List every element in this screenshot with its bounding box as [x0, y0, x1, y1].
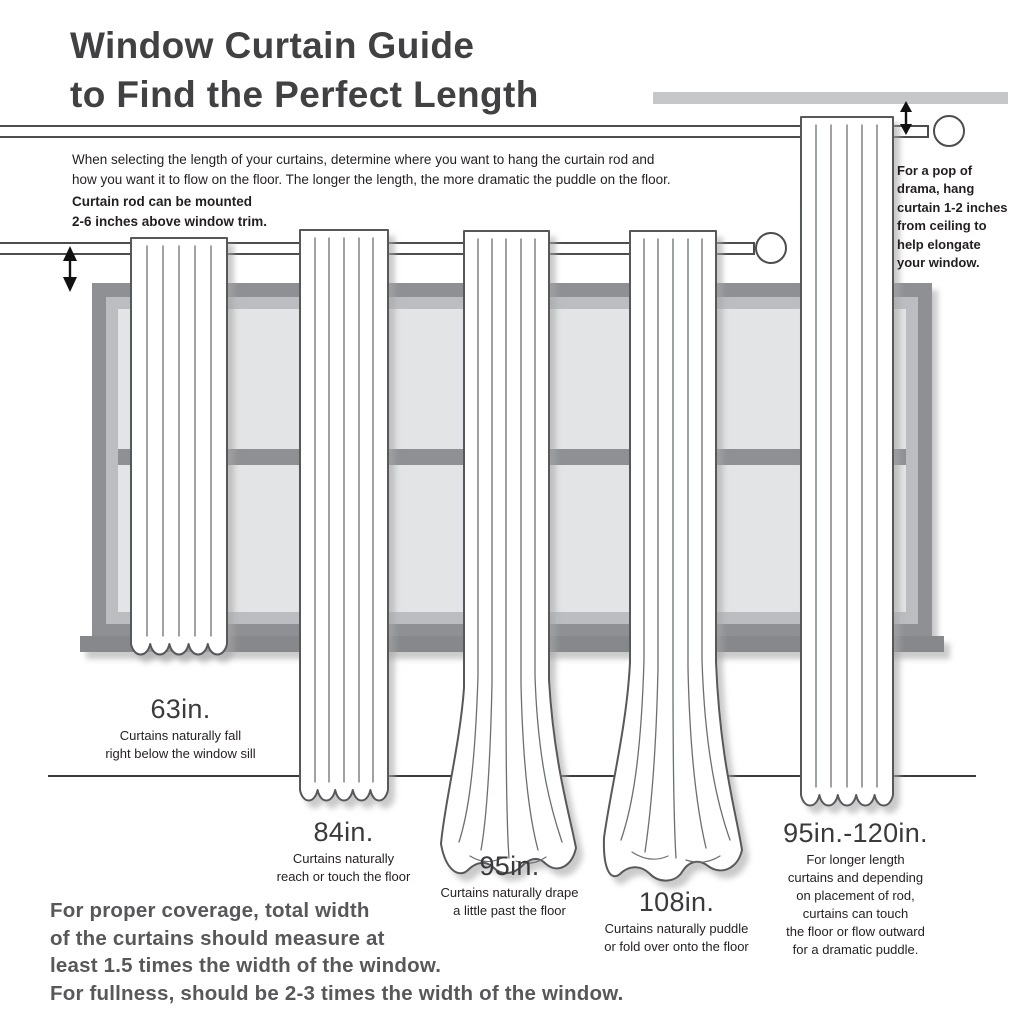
- curtain-108in: [602, 230, 743, 882]
- arrow-rod-to-window-trim: [63, 246, 77, 292]
- curtain-95-120-length-label: 95in.-120in.: [783, 818, 928, 848]
- curtain-84-length-label: 84in.: [313, 817, 374, 847]
- curtain-95in: [440, 230, 577, 875]
- rod-finial-right-top: [933, 115, 965, 147]
- curtain-108-length-label: 108in.: [638, 887, 715, 917]
- curtain-95-120-description: For longer length curtains and depending…: [786, 852, 925, 957]
- curtain-84-description: Curtains naturally reach or touch the fl…: [276, 851, 411, 884]
- curtain-63-description: Curtains naturally fall right below the …: [105, 728, 256, 761]
- ceiling-hang-note: For a pop of drama, hang curtain 1-2 inc…: [897, 163, 1008, 271]
- curtain-95-length-label: 95in.: [479, 851, 540, 881]
- curtain-63-length-label: 63in.: [150, 694, 211, 724]
- curtain-63in: [130, 237, 228, 656]
- curtain-95-description: Curtains naturally drape a little past t…: [440, 885, 579, 918]
- curtain-108-description: Curtains naturally puddle or fold over o…: [604, 921, 749, 954]
- curtain-84in: [299, 229, 389, 802]
- arrow-ceiling-to-rod: [900, 101, 912, 135]
- rod-finial-right: [755, 232, 787, 264]
- coverage-note: For proper coverage, total width of the …: [50, 899, 624, 1006]
- ceiling-curtain-rod: [0, 115, 965, 147]
- curtain-95in-120in: [800, 116, 894, 807]
- rod-mount-note: Curtain rod can be mounted 2-6 inches ab…: [72, 194, 268, 229]
- ceiling-bar: [653, 92, 1008, 104]
- page-title: Window Curtain Guide to Find the Perfect…: [70, 25, 539, 115]
- intro-text: When selecting the length of your curtai…: [72, 152, 671, 188]
